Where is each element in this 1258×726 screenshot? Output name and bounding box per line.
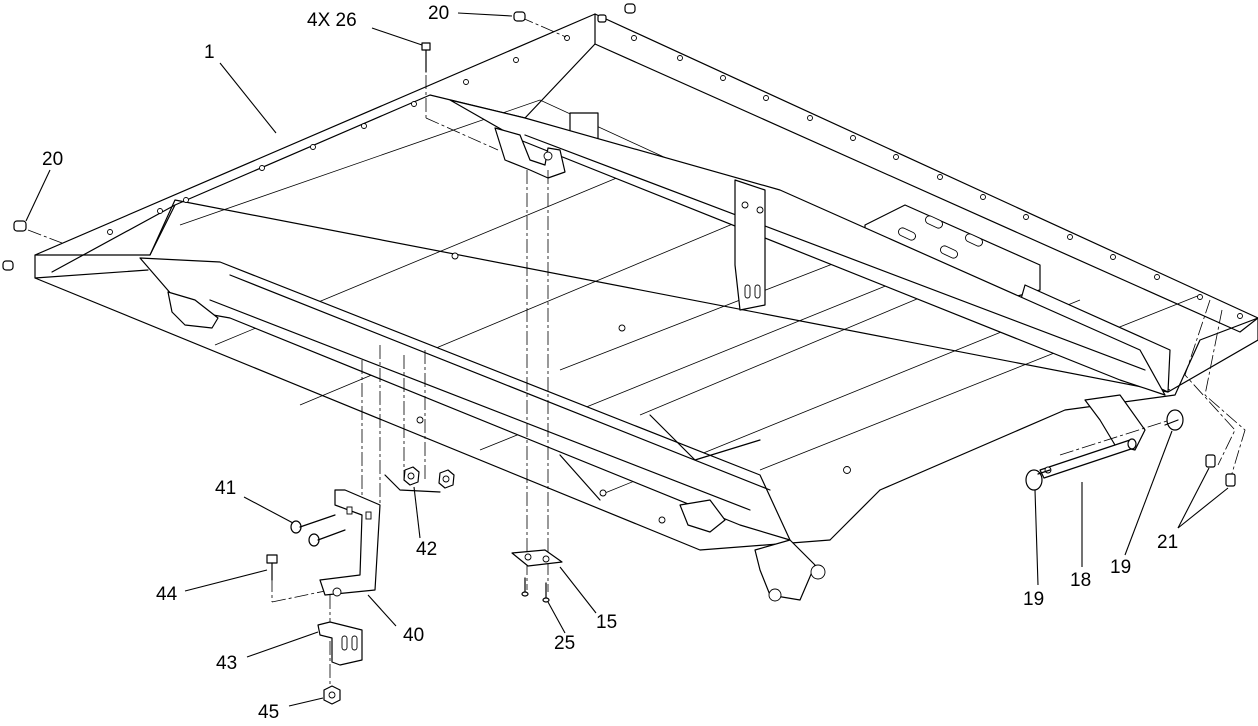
front-hinge-bracket bbox=[754, 539, 816, 601]
callout-41: 41 bbox=[215, 478, 236, 499]
callout-4x-26: 4X 26 bbox=[307, 10, 357, 31]
callout-21: 21 bbox=[1157, 532, 1178, 553]
callout-18: 18 bbox=[1070, 570, 1091, 591]
nut-45 bbox=[323, 685, 341, 705]
frame-assembly bbox=[34, 13, 1258, 602]
bracket-40 bbox=[319, 489, 381, 597]
callout-25: 25 bbox=[554, 633, 575, 654]
callout-45: 45 bbox=[258, 702, 279, 723]
callout-43: 43 bbox=[216, 653, 237, 674]
frame-outer-rim bbox=[34, 254, 831, 551]
plug-20-top bbox=[513, 11, 526, 22]
center-u-mount bbox=[494, 127, 566, 179]
screw-25 bbox=[521, 577, 550, 603]
pin-18 bbox=[1039, 438, 1137, 479]
callout-44: 44 bbox=[156, 584, 178, 605]
callout-42: 42 bbox=[416, 539, 437, 560]
bolt-44 bbox=[266, 554, 278, 581]
bushing-21 bbox=[1205, 454, 1236, 487]
rear-hinge-bracket bbox=[1084, 394, 1146, 451]
callout-labels: 1 4X 26 20 20 41 42 44 40 43 45 15 25 19… bbox=[42, 3, 1178, 723]
callout-40: 40 bbox=[403, 625, 424, 646]
assembly-centerlines bbox=[27, 16, 1246, 690]
callout-19-right: 19 bbox=[1110, 557, 1131, 578]
plate-15 bbox=[511, 549, 563, 567]
plug-20-left-lower bbox=[2, 260, 14, 271]
bracket-43 bbox=[317, 621, 363, 666]
callout-15: 15 bbox=[596, 612, 617, 633]
callout-20-left: 20 bbox=[42, 149, 63, 170]
clip-19-right bbox=[1164, 409, 1184, 431]
nut-42 bbox=[384, 466, 455, 493]
rear-rail-bracket bbox=[734, 179, 766, 311]
callout-1: 1 bbox=[204, 42, 215, 63]
plug-20-left bbox=[13, 220, 27, 232]
callout-20-top: 20 bbox=[428, 3, 449, 24]
plug-20-top-right bbox=[597, 3, 636, 23]
bolt-41 bbox=[290, 514, 346, 547]
flange-holes bbox=[107, 35, 1243, 319]
callout-19-left: 19 bbox=[1023, 589, 1044, 610]
bolt-26 bbox=[421, 42, 431, 73]
clip-19-left bbox=[1025, 469, 1051, 491]
callout-leaders bbox=[25, 12, 1229, 707]
loose-hardware bbox=[2, 3, 1236, 705]
